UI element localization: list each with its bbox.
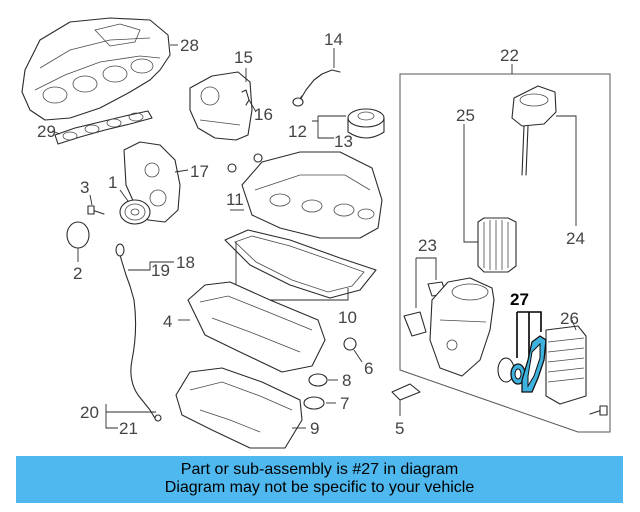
- part-dipstick: [105, 243, 174, 429]
- callout-11: 11: [226, 190, 244, 209]
- callout-24: 24: [566, 229, 585, 248]
- callout-15: 15: [234, 48, 253, 67]
- part-oil-pan-lower: [175, 367, 306, 449]
- callout-16: 16: [254, 105, 273, 124]
- part-seal-7: [303, 396, 336, 410]
- part-crank-pulley: [119, 189, 151, 225]
- part-drain-plug: [343, 337, 363, 363]
- part-filter-element: [463, 124, 517, 273]
- part-valve-cover-gasket: [224, 229, 377, 301]
- part-sensor-5: [391, 383, 421, 416]
- callout-8: 8: [342, 371, 351, 390]
- callout-6: 6: [364, 359, 373, 378]
- callout-4: 4: [163, 312, 172, 331]
- subassembly-frame: [399, 73, 611, 433]
- callout-21: 21: [119, 419, 138, 438]
- callout-12: 12: [288, 122, 307, 141]
- callout-2: 2: [73, 264, 82, 283]
- part-filter-cap: [511, 85, 577, 226]
- callout-27: 27: [510, 290, 529, 309]
- part-intake-manifold: [21, 17, 178, 121]
- part-oil-pan-upper: [178, 281, 326, 373]
- callout-10: 10: [338, 308, 357, 327]
- info-banner: Part or sub-assembly is #27 in diagram D…: [16, 456, 623, 503]
- part-oil-filler-cap: [312, 108, 385, 139]
- part-intake-gasket: [51, 110, 153, 145]
- callout-29: 29: [37, 122, 56, 141]
- callout-20: 20: [80, 403, 99, 422]
- callout-26: 26: [560, 309, 579, 328]
- part-oil-cooler: [545, 319, 608, 416]
- part-timing-cover-upper: [189, 68, 257, 141]
- part-bolt-3: [87, 194, 105, 215]
- part-27-highlighted: [497, 311, 547, 393]
- callout-22: 22: [500, 46, 519, 65]
- banner-line-1: Part or sub-assembly is #27 in diagram: [180, 461, 459, 478]
- part-seal-8: [308, 373, 338, 387]
- callout-3: 3: [80, 178, 89, 197]
- parts-diagram: 28 29 15 16 14 12 13: [21, 17, 611, 449]
- callout-28: 28: [180, 36, 199, 55]
- part-filter-housing: [429, 277, 495, 377]
- callout-18: 18: [176, 253, 195, 272]
- callout-25: 25: [456, 106, 475, 125]
- banner-line-2: Diagram may not be specific to your vehi…: [164, 479, 475, 496]
- callout-9: 9: [310, 419, 319, 438]
- callout-14: 14: [324, 30, 343, 49]
- callout-7: 7: [340, 394, 349, 413]
- callout-13: 13: [334, 132, 353, 151]
- callout-5: 5: [395, 419, 404, 438]
- part-seal-2: [66, 221, 90, 262]
- callout-19: 19: [151, 261, 170, 280]
- callout-1: 1: [108, 173, 117, 192]
- callout-23: 23: [418, 236, 437, 255]
- part-valve-cover: [227, 151, 383, 239]
- callout-17: 17: [190, 162, 209, 181]
- part-pcv-hose: [292, 48, 341, 107]
